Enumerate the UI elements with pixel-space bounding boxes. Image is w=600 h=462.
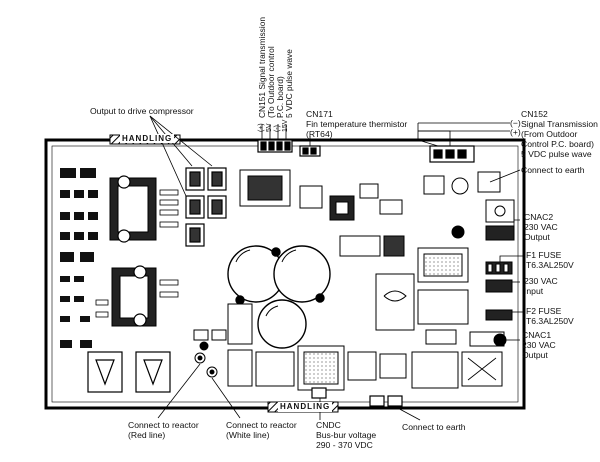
center-ics — [239, 169, 405, 257]
cn152-line-3: (From Outdoor — [521, 129, 578, 139]
cn171-line-3: (RT64) — [306, 129, 333, 139]
label-input: 230 VAC Input — [524, 276, 558, 296]
label-reactor-red: Connect to reactor (Red line) — [128, 420, 199, 440]
label-connect-earth-top: Connect to earth — [521, 165, 585, 175]
cn171-line-1: CN171 — [306, 109, 333, 119]
label-cnac2: CNAC2 230 VAC Output — [524, 212, 558, 242]
label-cnac1: CNAC1 230 VAC Output — [522, 330, 556, 360]
label-output-compressor: Output to drive compressor — [90, 106, 194, 116]
reactor-connectors — [193, 329, 227, 378]
right-section — [375, 171, 515, 347]
cn152-line-5: 5 VDC pulse wave — [521, 149, 592, 159]
cn151-pin-2: 5V — [266, 123, 273, 132]
label-cn152: CN152 Signal Transmission (From Outdoor … — [521, 109, 598, 159]
handling-top-text: HANDLING — [120, 134, 175, 143]
input-line-1: 230 VAC — [524, 276, 558, 286]
cnac1-line-3: Output — [522, 350, 548, 360]
reactor-white-line-1: Connect to reactor — [226, 420, 297, 430]
cn152-pin-plus: (+) — [510, 127, 521, 137]
handling-bottom-text: HANDLING — [278, 402, 333, 412]
cn152-line-1: CN152 — [521, 109, 548, 119]
label-f1-fuse: F1 FUSE T6.3AL250V — [526, 250, 574, 270]
cn151-pin-3: (-) — [274, 125, 281, 132]
cn151-pin-4: 15V — [282, 119, 289, 132]
reactor-red-line-1: Connect to reactor — [128, 420, 199, 430]
leader-lines — [149, 115, 524, 421]
bottom-connectors — [311, 387, 403, 407]
cnac1-line-1: CNAC1 — [522, 330, 552, 340]
cndc-line-2: Bus-bur voltage — [316, 430, 377, 440]
f2-line-1: F2 FUSE — [526, 306, 562, 316]
cn151-pin-1: (+) — [258, 123, 265, 132]
label-connect-earth-bottom: Connect to earth — [402, 422, 466, 432]
label-output-compressor-text: Output to drive compressor — [90, 106, 194, 116]
cn151-connector — [257, 139, 293, 153]
bottom-left-heatsinks — [87, 351, 171, 393]
label-cndc: CNDC Bus-bur voltage 290 - 370 VDC — [316, 420, 376, 450]
cn152-connector — [429, 145, 475, 163]
cnac2-line-1: CNAC2 — [524, 212, 554, 222]
cn151-line-4: 5 VDC pulse wave — [284, 49, 294, 118]
cn171-line-2: Fin temperature thermistor — [306, 119, 408, 129]
connect-earth-top-text: Connect to earth — [521, 165, 585, 175]
f1-line-2: T6.3AL250V — [526, 260, 574, 270]
input-line-2: Input — [524, 286, 544, 296]
cndc-line-3: 290 - 370 VDC — [316, 440, 373, 450]
power-section — [227, 303, 503, 391]
label-cn171: CN171 Fin temperature thermistor (RT64) — [306, 109, 407, 139]
label-reactor-white: Connect to reactor (White line) — [226, 420, 297, 440]
label-f2-fuse: F2 FUSE T6.3AL250V — [526, 306, 574, 326]
left-parts — [60, 168, 98, 348]
ipm-module — [109, 175, 157, 327]
cn152-line-2: Signal Transmission — [521, 119, 598, 129]
reactor-white-line-2: (White line) — [226, 430, 270, 440]
connect-earth-bottom-text: Connect to earth — [402, 422, 466, 432]
cn152-line-4: Control P.C. board) — [521, 139, 594, 149]
cn152-pin-minus: (−) — [510, 118, 521, 128]
f1-line-1: F1 FUSE — [526, 250, 562, 260]
cnac1-line-2: 230 VAC — [522, 340, 556, 350]
cn171-connector — [299, 145, 321, 157]
f2-line-2: T6.3AL250V — [526, 316, 574, 326]
left-resistors — [95, 189, 179, 318]
compressor-connectors — [185, 167, 227, 247]
cndc-line-1: CNDC — [316, 420, 341, 430]
cnac2-line-3: Output — [524, 232, 550, 242]
reactor-red-line-2: (Red line) — [128, 430, 166, 440]
cnac2-line-2: 230 VAC — [524, 222, 558, 232]
